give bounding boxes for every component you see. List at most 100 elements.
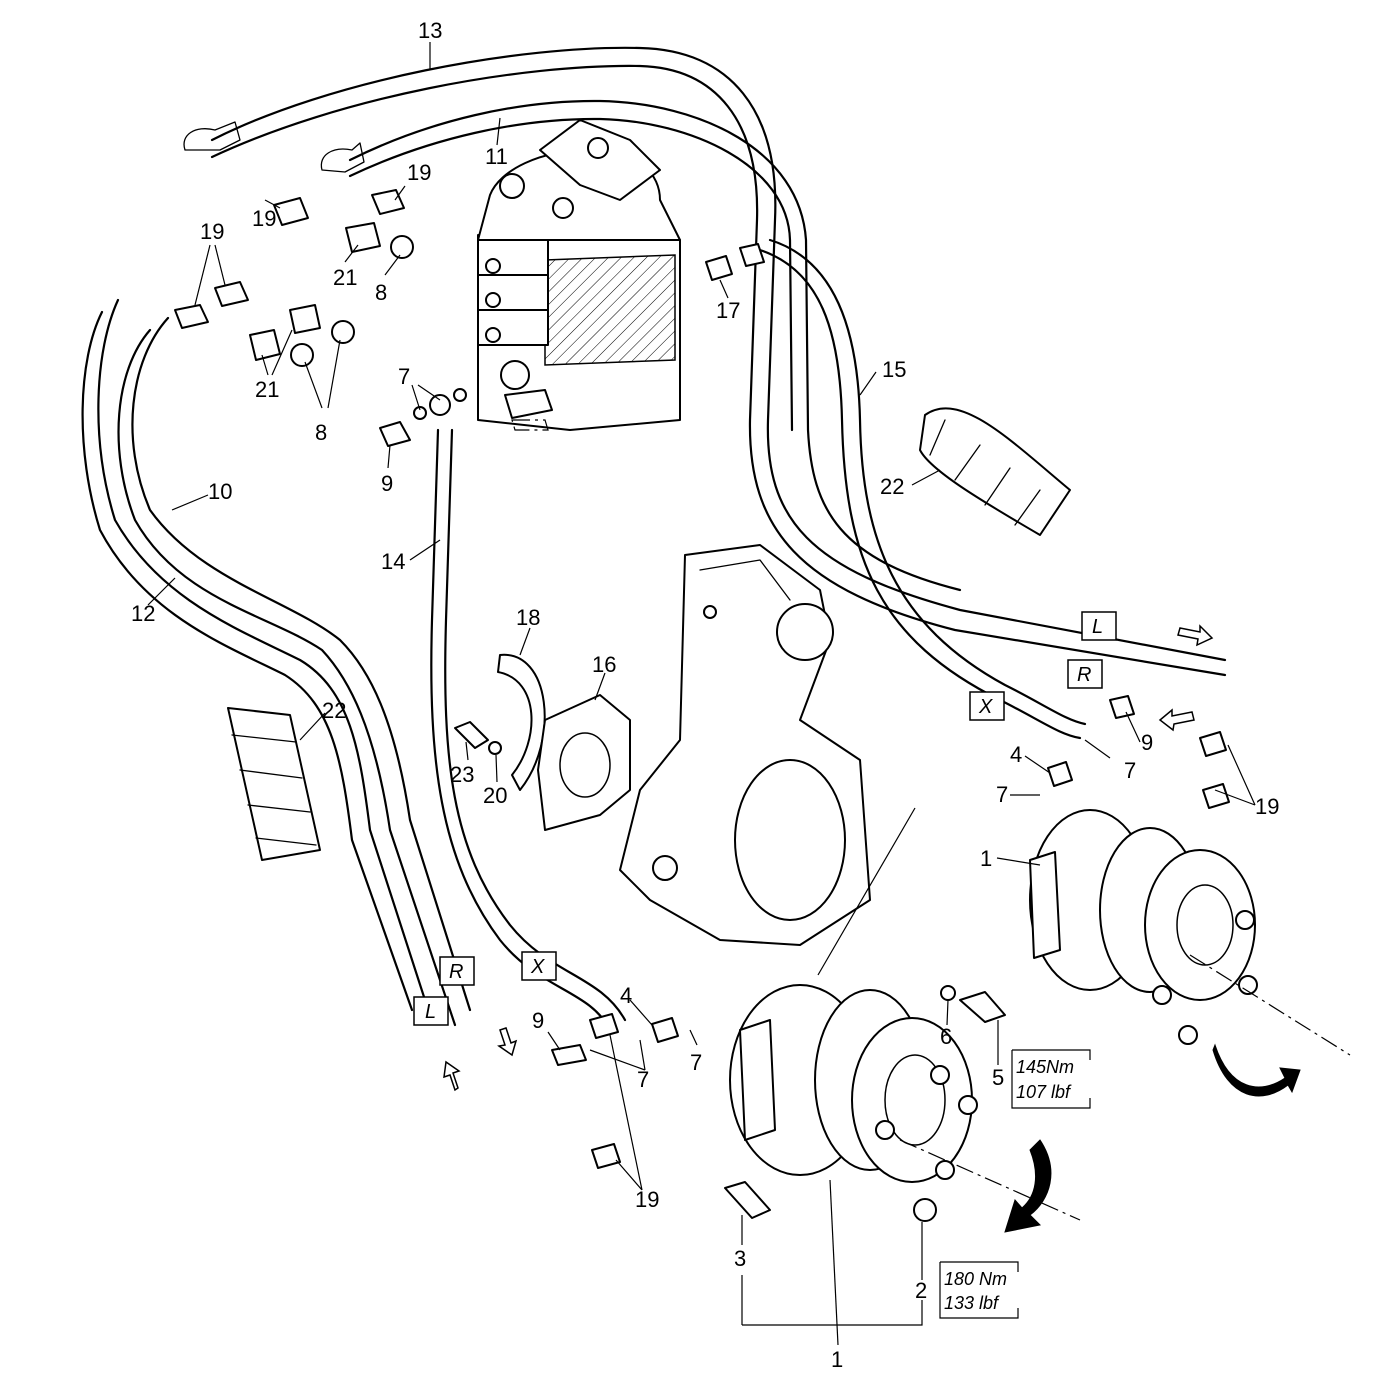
callout-19: 19 bbox=[200, 219, 224, 244]
callout-18: 18 bbox=[516, 605, 540, 630]
callout-9: 9 bbox=[381, 471, 393, 496]
hose-11 bbox=[320, 99, 962, 592]
hose-13 bbox=[183, 46, 1227, 677]
torque-nut-nm: 180 Nm bbox=[944, 1269, 1007, 1289]
protective-sleeve-22-lower bbox=[227, 707, 321, 861]
callout-7: 7 bbox=[1124, 758, 1136, 783]
callout-19: 19 bbox=[635, 1187, 659, 1212]
fitting-19-upper-a bbox=[273, 197, 309, 226]
leader-lines bbox=[147, 42, 1256, 1346]
hose-12 bbox=[81, 298, 427, 1012]
callout-4: 4 bbox=[1010, 742, 1022, 767]
washer-6 bbox=[940, 985, 956, 1001]
flow-arrow-L-right bbox=[1177, 624, 1214, 647]
callout-8: 8 bbox=[375, 280, 387, 305]
washer-20 bbox=[488, 741, 502, 755]
callout-9: 9 bbox=[532, 1008, 544, 1033]
callout-8: 8 bbox=[315, 420, 327, 445]
fitting-4-lower bbox=[651, 1017, 679, 1043]
fitting-19-right bbox=[1199, 731, 1230, 809]
callout-7: 7 bbox=[398, 364, 410, 389]
callout-19: 19 bbox=[407, 160, 431, 185]
line-tag-R-lower: R bbox=[439, 956, 475, 986]
fitting-19-lower bbox=[589, 1013, 621, 1169]
svg-text:L: L bbox=[1092, 616, 1103, 638]
svg-text:X: X bbox=[530, 956, 545, 978]
svg-text:R: R bbox=[449, 961, 463, 983]
rotation-arrow-lower bbox=[1004, 1139, 1052, 1233]
line-tag-L-lower: L bbox=[413, 996, 449, 1026]
flow-arrow-R-right bbox=[1158, 708, 1195, 732]
svg-text:R: R bbox=[1077, 664, 1091, 686]
callout-1: 1 bbox=[980, 846, 992, 871]
callout-11: 11 bbox=[485, 144, 508, 169]
hose-10 bbox=[117, 316, 472, 1027]
nut-2 bbox=[913, 1198, 937, 1222]
torque-nut-lbf: 133 lbf bbox=[944, 1293, 1000, 1313]
callout-4: 4 bbox=[620, 983, 632, 1008]
callout-16: 16 bbox=[592, 652, 616, 677]
fitting-17 bbox=[705, 243, 765, 281]
flow-arrow-R-lower bbox=[497, 1027, 518, 1057]
callout-19: 19 bbox=[252, 206, 276, 231]
callout-6: 6 bbox=[940, 1024, 952, 1049]
wheel-motor-lower bbox=[729, 984, 978, 1183]
callout-9: 9 bbox=[1141, 730, 1153, 755]
fitting-4-right bbox=[1047, 761, 1073, 787]
torque-spec-bolt-5: 145Nm 107 lbf bbox=[1011, 1049, 1091, 1109]
torque-bolt-lbf: 107 lbf bbox=[1016, 1082, 1072, 1102]
rotation-arrow-right bbox=[1212, 1043, 1301, 1097]
callout-12: 12 bbox=[131, 601, 155, 626]
fitting-19-upper-c bbox=[174, 281, 249, 329]
fitting-21-upper bbox=[249, 222, 381, 361]
callout-23: 23 bbox=[450, 762, 474, 787]
bolt-9-lower bbox=[551, 1044, 587, 1066]
callout-21: 21 bbox=[333, 265, 357, 290]
bolt-23 bbox=[454, 721, 489, 749]
line-tag-X-right: X bbox=[969, 691, 1005, 721]
callout-7: 7 bbox=[690, 1050, 702, 1075]
flow-arrow-L-lower bbox=[443, 1060, 461, 1092]
callout-15: 15 bbox=[882, 357, 906, 382]
line-tag-L-right: L bbox=[1081, 611, 1117, 641]
callout-22: 22 bbox=[880, 474, 904, 499]
line-tag-X-lower: X bbox=[521, 951, 557, 981]
callout-22: 22 bbox=[322, 698, 346, 723]
fitting-19-upper-b bbox=[371, 189, 405, 215]
bolt-5 bbox=[959, 991, 1006, 1023]
callout-3: 3 bbox=[734, 1246, 746, 1271]
torque-bolt-nm: 145Nm bbox=[1016, 1057, 1074, 1077]
callout-5: 5 bbox=[992, 1065, 1004, 1090]
wheel-motor-right bbox=[1029, 809, 1258, 1045]
control-valve-block bbox=[477, 119, 681, 431]
callout-7: 7 bbox=[637, 1067, 649, 1092]
callout-1: 1 bbox=[831, 1347, 843, 1372]
torque-spec-nut-2: 180 Nm 133 lbf bbox=[939, 1261, 1019, 1319]
plate-18 bbox=[497, 653, 546, 791]
axis-line-right bbox=[1189, 954, 1351, 1056]
protective-sleeve-22-upper bbox=[919, 407, 1071, 536]
callout-7: 7 bbox=[996, 782, 1008, 807]
hose-14 bbox=[430, 428, 627, 1032]
bolt-9-right bbox=[1109, 695, 1135, 719]
callout-19: 19 bbox=[1255, 794, 1279, 819]
hose-15 bbox=[758, 238, 1087, 740]
axis-line-lower bbox=[899, 1139, 1081, 1221]
callout-2: 2 bbox=[915, 1278, 927, 1303]
callout-13: 13 bbox=[418, 18, 442, 43]
callout-20: 20 bbox=[483, 783, 507, 808]
callout-21: 21 bbox=[255, 377, 279, 402]
callout-17: 17 bbox=[716, 298, 740, 323]
bolt-3 bbox=[724, 1181, 771, 1219]
steering-knuckle bbox=[619, 544, 871, 946]
svg-text:L: L bbox=[425, 1001, 436, 1023]
callout-14: 14 bbox=[381, 549, 405, 574]
line-tag-R-right: R bbox=[1067, 659, 1103, 689]
callout-labels: 13 11 19 19 19 21 8 17 21 8 7 9 15 22 10… bbox=[131, 18, 1279, 1372]
callout-10: 10 bbox=[208, 479, 232, 504]
svg-text:X: X bbox=[978, 696, 993, 718]
banjo-fitting-upper bbox=[379, 388, 467, 447]
gasket-plate-16 bbox=[537, 694, 631, 831]
washer-8-upper bbox=[290, 235, 414, 367]
